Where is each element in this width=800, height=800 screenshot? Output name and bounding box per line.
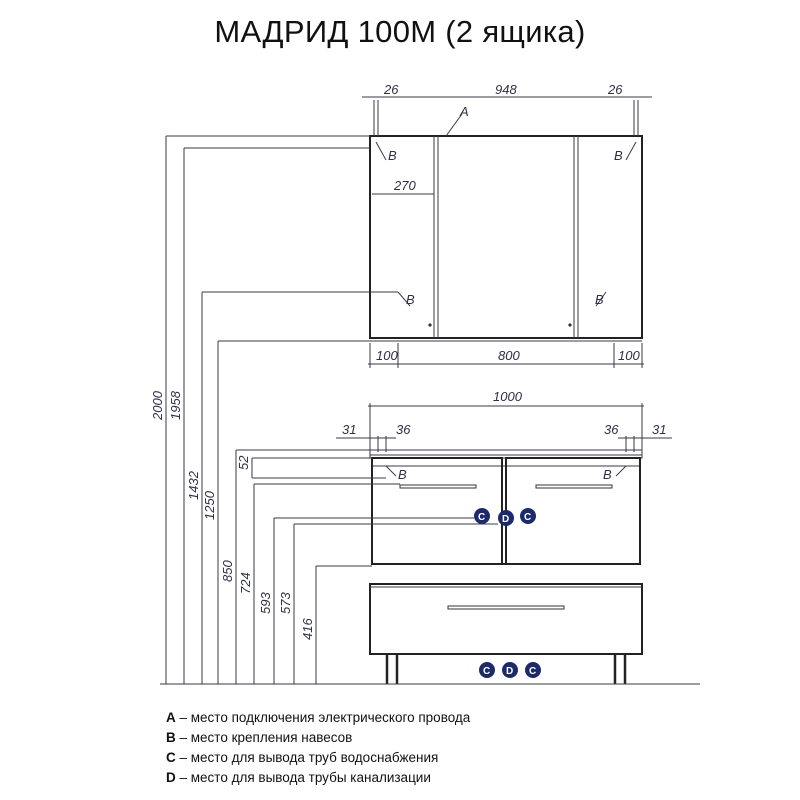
- dim-36-left: 36: [396, 422, 411, 437]
- legend-letter: C: [166, 750, 176, 765]
- marker-d: D: [506, 666, 513, 677]
- dim-h1432: 1432: [186, 470, 201, 500]
- dim-36-right: 36: [604, 422, 619, 437]
- marker-b: B: [614, 148, 623, 163]
- marker-b: B: [388, 148, 397, 163]
- dim-bottom-mid: 800: [498, 348, 520, 363]
- legend-row: C – место для вывода труб водоснабжения: [166, 748, 470, 768]
- handle: [399, 484, 477, 489]
- marker-c: C: [529, 666, 536, 677]
- legend-row: A – место подключения электрического про…: [166, 708, 470, 728]
- dim-door-width: 270: [393, 178, 416, 193]
- dim-top-left: 26: [383, 82, 399, 97]
- handle: [535, 484, 613, 489]
- dim-top-mid: 948: [495, 82, 517, 97]
- dim-bottom-left: 100: [376, 348, 398, 363]
- dim-h2000: 2000: [150, 390, 165, 421]
- marker-a: A: [459, 104, 469, 119]
- legend-text: – место для вывода трубы канализации: [175, 770, 431, 785]
- dim-h416: 416: [300, 618, 315, 640]
- marker-d: D: [502, 514, 509, 525]
- dim-h850: 850: [220, 560, 235, 582]
- marker-b: B: [406, 292, 415, 307]
- dim-h573: 573: [278, 592, 293, 614]
- legend-text: – место для вывода труб водоснабжения: [175, 750, 439, 765]
- marker-c: C: [524, 512, 531, 523]
- countertop: [369, 449, 643, 459]
- marker-c: C: [483, 666, 490, 677]
- legend-letter: D: [166, 770, 176, 785]
- legend: A – место подключения электрического про…: [166, 708, 470, 788]
- dim-h724: 724: [238, 572, 253, 594]
- legend-text: – место крепления навесов: [175, 730, 353, 745]
- door-knob: [428, 323, 432, 327]
- dim-h593: 593: [258, 592, 273, 614]
- markers-cdc-lower: C D C: [479, 662, 541, 678]
- dim-vanity-width: 1000: [493, 389, 523, 404]
- page-title: МАДРИД 100М (2 ящика): [214, 14, 586, 49]
- dim-31-right: 31: [652, 422, 666, 437]
- legend-text: – место подключения электрического прово…: [175, 710, 471, 725]
- markers-cdc-upper: C D C: [474, 508, 536, 526]
- height-dimensions: 2000 1958 1432 1250 850 52 724 593 573: [150, 135, 700, 685]
- dim-h1958: 1958: [168, 390, 183, 420]
- drawer: [369, 583, 643, 655]
- mirror-cabinet-outline: [369, 135, 643, 339]
- marker-b: B: [595, 292, 604, 307]
- door-knob: [568, 323, 572, 327]
- legend-row: B – место крепления навесов: [166, 728, 470, 748]
- vanity-unit: 1000 31 36 36 31 B B C D: [336, 389, 672, 684]
- dim-31-left: 31: [342, 422, 356, 437]
- dim-top-right: 26: [607, 82, 623, 97]
- mirror-cabinet: 26 948 26 A 270 B B B B 100 800 100: [362, 82, 652, 368]
- legend-letter: A: [166, 710, 176, 725]
- marker-b: B: [398, 467, 407, 482]
- drawer-handle: [447, 605, 565, 610]
- marker-c: C: [478, 512, 485, 523]
- marker-b: B: [603, 467, 612, 482]
- dim-h1250: 1250: [202, 490, 217, 520]
- dim-bottom-right: 100: [618, 348, 640, 363]
- dim-h52: 52: [236, 455, 251, 470]
- legend-letter: B: [166, 730, 176, 745]
- legend-row: D – место для вывода трубы канализации: [166, 768, 470, 788]
